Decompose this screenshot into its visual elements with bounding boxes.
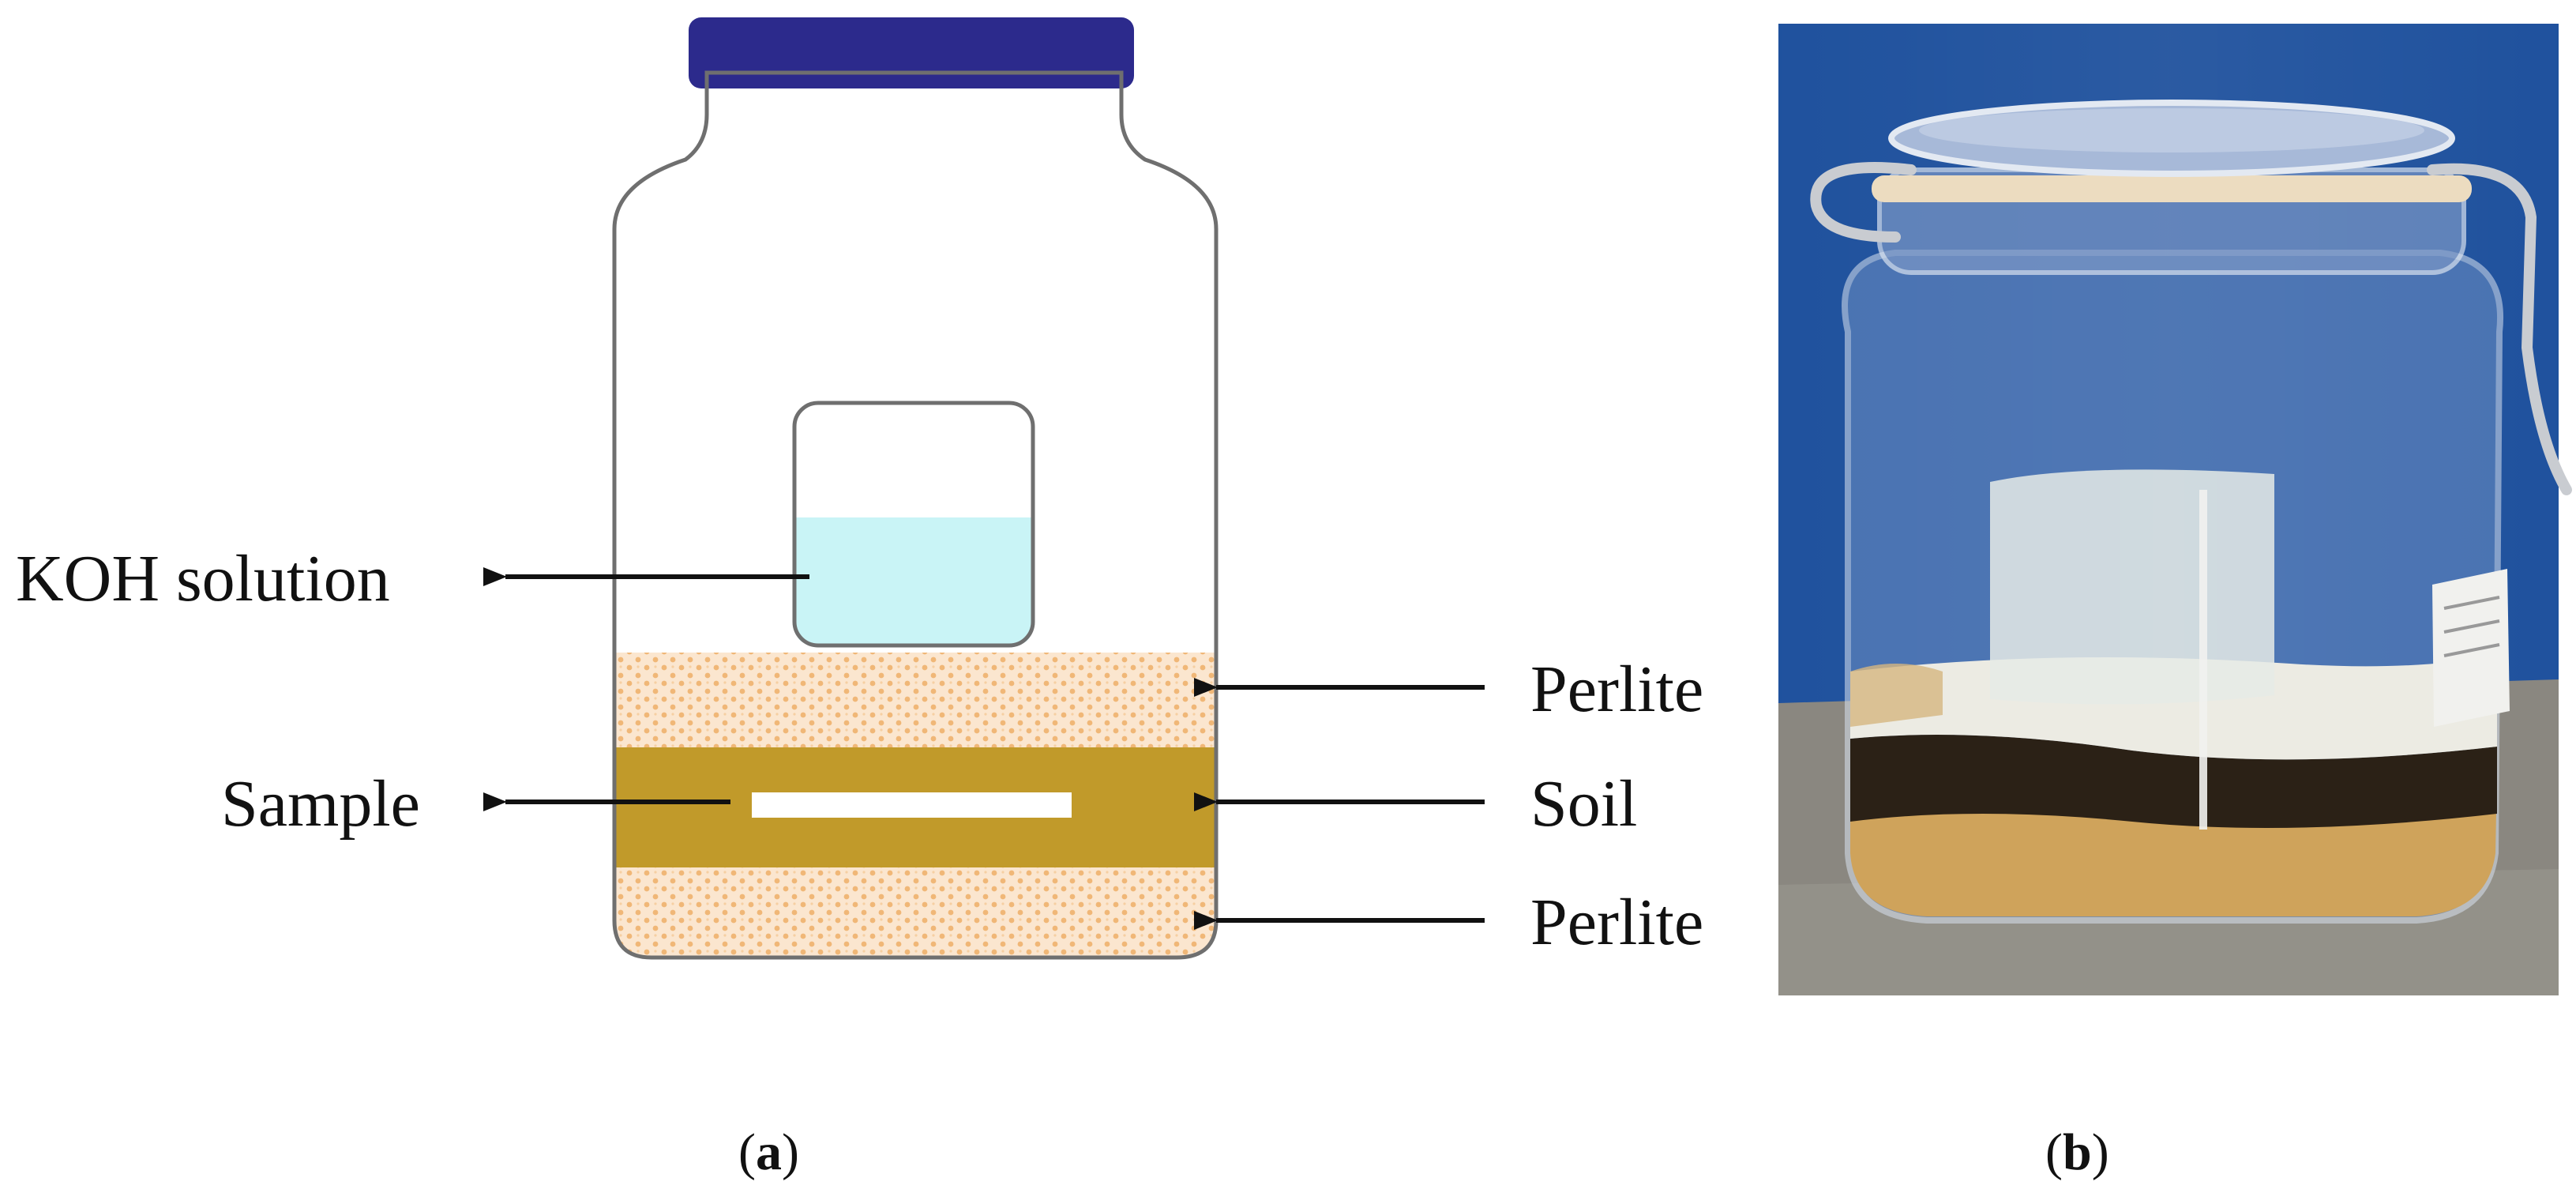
perlite-bottom-layer <box>614 867 1216 958</box>
photo-beaker <box>1990 469 2274 705</box>
sample-label: Sample <box>221 767 420 841</box>
koh-label: KOH solution <box>16 542 390 615</box>
perlite-top-label: Perlite <box>1530 653 1703 726</box>
caption-b: (b) <box>2045 1123 2109 1181</box>
jar-outline <box>612 70 1219 960</box>
soil-label: Soil <box>1530 767 1637 841</box>
caption-a: (a) <box>738 1123 799 1181</box>
perlite-bottom-label: Perlite <box>1530 886 1703 959</box>
sample-strip <box>752 792 1072 818</box>
photo-panel <box>1778 24 2572 995</box>
photo-lid-seal <box>1872 175 2472 202</box>
koh-beaker <box>792 401 1035 648</box>
koh-liquid <box>794 517 1033 645</box>
jar-cap <box>689 17 1134 88</box>
schematic-panel: KOH solution Sample Perlite Soil Perlite <box>16 17 1703 960</box>
photo-clasp <box>1810 162 2572 495</box>
beaker-outline <box>792 401 1035 648</box>
perlite-top-layer <box>614 653 1216 747</box>
photo-soil <box>1850 735 2497 828</box>
photo-sticker <box>2432 569 2510 727</box>
